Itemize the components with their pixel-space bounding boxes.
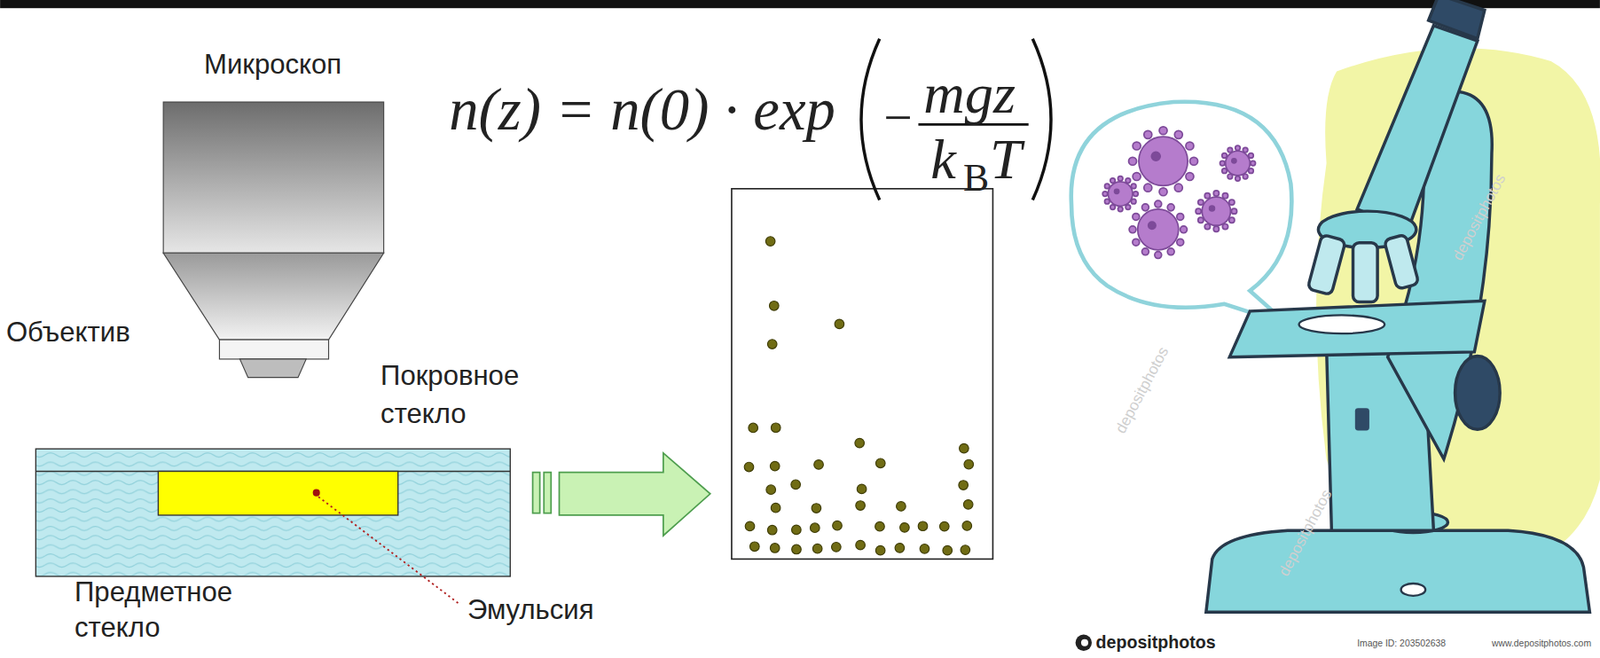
- caption-label: Эмульсия: [467, 594, 595, 627]
- formula-symbols: [861, 39, 1051, 201]
- formula-text: n(z) = n(0) · exp: [448, 76, 836, 145]
- caption-label: Предметное стекло: [74, 574, 259, 647]
- emulsion-layer: [157, 470, 398, 515]
- watermark-logo: depositphotos: [1096, 632, 1216, 653]
- green-arrow: [533, 453, 711, 536]
- particle-box: [731, 188, 993, 560]
- caption-label: Покровное стекло: [380, 356, 555, 434]
- watermark: depositphotos: [1112, 344, 1173, 437]
- formula-minus: −: [883, 88, 912, 148]
- formula-numerator: mgz: [923, 61, 1016, 127]
- formula-denominator: T: [989, 126, 1022, 193]
- watermark-url: www.depositphotos.com: [1491, 638, 1592, 650]
- top-bar: [0, 0, 1600, 8]
- logo-icon: [1075, 635, 1092, 651]
- caption-label: Микроскоп: [203, 48, 342, 81]
- formula-denominator: k: [930, 126, 957, 193]
- particles: [744, 236, 973, 556]
- watermark-id: Image ID: 203502638: [1356, 638, 1446, 650]
- formula-subscript: B: [963, 155, 989, 200]
- microscope-cartoon: [1071, 0, 1600, 612]
- watermark-bar: [1060, 627, 1600, 658]
- leader-line: [318, 496, 460, 604]
- objective-lens: [163, 101, 384, 378]
- caption-label: Объектив: [6, 316, 131, 349]
